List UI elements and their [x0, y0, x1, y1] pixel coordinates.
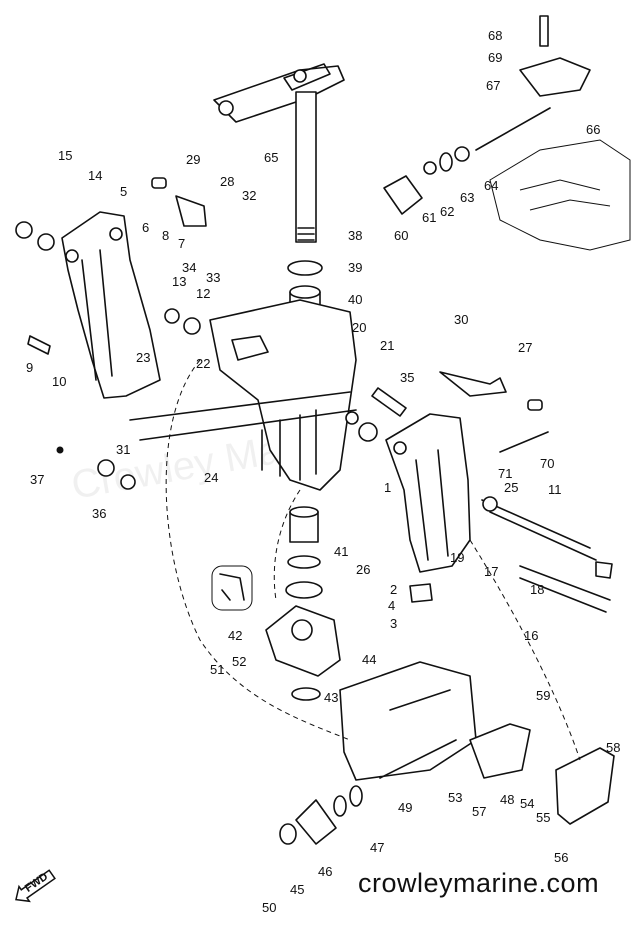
callout-27: 27	[518, 340, 532, 355]
callout-14: 14	[88, 168, 102, 183]
callout-49: 49	[398, 800, 412, 815]
callout-33: 33	[206, 270, 220, 285]
callout-labels: 1234567891011121314151617181920212223242…	[26, 28, 620, 915]
callout-40: 40	[348, 292, 362, 307]
callout-22: 22	[196, 356, 210, 371]
callout-61: 61	[422, 210, 436, 225]
callout-48: 48	[500, 792, 514, 807]
callout-45: 45	[290, 882, 304, 897]
callout-69: 69	[488, 50, 502, 65]
assembly-leader-lines	[165, 359, 581, 761]
callout-53: 53	[448, 790, 462, 805]
callout-56: 56	[554, 850, 568, 865]
callout-9: 9	[26, 360, 33, 375]
callout-37: 37	[30, 472, 44, 487]
upper-rubber-mount	[383, 107, 551, 215]
callout-63: 63	[460, 190, 474, 205]
lower-mount-housing	[265, 506, 341, 701]
callout-2: 2	[390, 582, 397, 597]
left-clamp-bracket	[61, 211, 161, 399]
left-fasteners	[15, 221, 201, 490]
callout-34: 34	[182, 260, 196, 275]
callout-38: 38	[348, 228, 362, 243]
inset-detail	[211, 565, 253, 611]
callout-71: 71	[498, 466, 512, 481]
callout-4: 4	[388, 598, 395, 613]
callout-65: 65	[264, 150, 278, 165]
callout-41: 41	[334, 544, 348, 559]
callout-11: 11	[548, 482, 562, 497]
callout-8: 8	[162, 228, 169, 243]
callout-15: 15	[58, 148, 72, 163]
callout-68: 68	[488, 28, 502, 43]
callout-42: 42	[228, 628, 242, 643]
callout-67: 67	[486, 78, 500, 93]
callout-70: 70	[540, 456, 554, 471]
callout-64: 64	[484, 178, 498, 193]
callout-32: 32	[242, 188, 256, 203]
callout-31: 31	[116, 442, 130, 457]
callout-36: 36	[92, 506, 106, 521]
callout-47: 47	[370, 840, 384, 855]
callout-7: 7	[178, 236, 185, 251]
callout-46: 46	[318, 864, 332, 879]
right-fasteners	[345, 411, 613, 603]
callout-26: 26	[356, 562, 370, 577]
swivel-bracket	[209, 299, 357, 491]
callout-62: 62	[440, 204, 454, 219]
callout-30: 30	[454, 312, 468, 327]
tilt-pin	[371, 387, 407, 417]
callout-25: 25	[504, 480, 518, 495]
callout-39: 39	[348, 260, 362, 275]
callout-43: 43	[324, 690, 338, 705]
callout-59: 59	[536, 688, 550, 703]
right-clamp-bracket	[385, 413, 471, 573]
tilt-levers	[151, 177, 543, 411]
callout-3: 3	[390, 616, 397, 631]
callout-6: 6	[142, 220, 149, 235]
site-url: crowleymarine.com	[358, 868, 600, 898]
callout-28: 28	[220, 174, 234, 189]
fwd-arrow-icon: FWD	[8, 864, 60, 910]
callout-55: 55	[536, 810, 550, 825]
callout-17: 17	[484, 564, 498, 579]
callout-13: 13	[172, 274, 186, 289]
steering-shaft	[295, 91, 317, 243]
lower-mount-plate	[339, 661, 477, 781]
callout-16: 16	[524, 628, 538, 643]
callout-57: 57	[472, 804, 486, 819]
engine-block-sketch	[489, 139, 631, 251]
callout-24: 24	[204, 470, 218, 485]
callout-21: 21	[380, 338, 394, 353]
callout-51: 51	[210, 662, 224, 677]
side-cover	[469, 723, 615, 825]
callout-50: 50	[262, 900, 276, 915]
callout-19: 19	[450, 550, 464, 565]
callout-18: 18	[530, 582, 544, 597]
lower-rubber-mount	[279, 739, 457, 845]
callout-1: 1	[384, 480, 391, 495]
callout-23: 23	[136, 350, 150, 365]
callout-52: 52	[232, 654, 246, 669]
through-tubes	[129, 391, 611, 613]
callout-44: 44	[362, 652, 376, 667]
callout-60: 60	[394, 228, 408, 243]
top-mount-cap	[519, 15, 591, 97]
steering-arm	[213, 63, 345, 123]
callout-5: 5	[120, 184, 127, 199]
callout-12: 12	[196, 286, 210, 301]
callout-35: 35	[400, 370, 414, 385]
callout-66: 66	[586, 122, 600, 137]
callout-10: 10	[52, 374, 66, 389]
callout-29: 29	[186, 152, 200, 167]
callout-58: 58	[606, 740, 620, 755]
callout-20: 20	[352, 320, 366, 335]
callout-54: 54	[520, 796, 534, 811]
